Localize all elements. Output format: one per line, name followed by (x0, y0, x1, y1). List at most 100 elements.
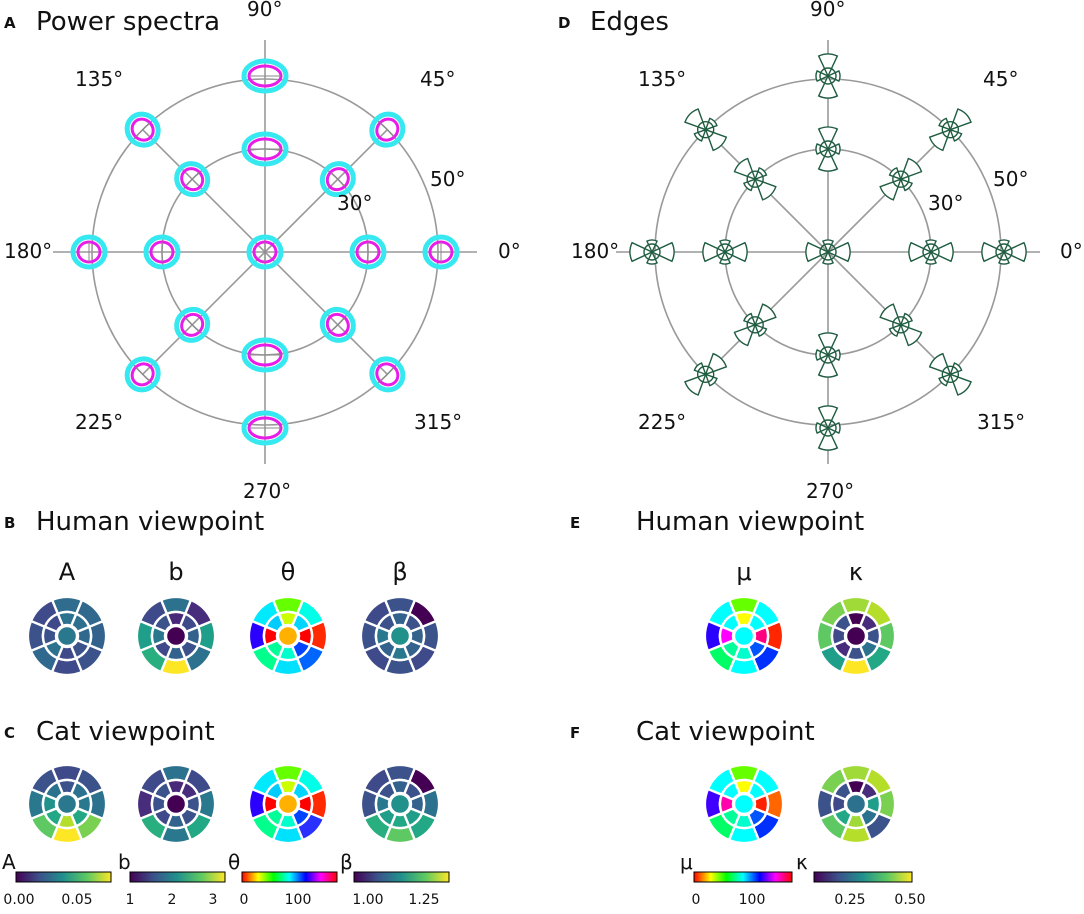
edge-rose-petal (821, 250, 835, 265)
edge-rose-petal (1002, 241, 1027, 263)
edge-rose-petal (817, 74, 839, 99)
parameter-disk-cat-beta (359, 763, 441, 845)
colorbar-b: b 1 2 3 (118, 850, 226, 908)
disk-center (388, 792, 412, 816)
edge-rose-core (995, 243, 1013, 261)
edge-rose-petal (817, 426, 839, 451)
angle-label-a-270: 270° (243, 479, 291, 503)
spectrum-marker (319, 161, 356, 198)
edge-rose-core (819, 419, 837, 437)
polar-plot-power-spectra (53, 40, 477, 464)
edge-rose-petal (645, 239, 659, 254)
edge-rose (702, 239, 748, 265)
edge-rose-core (819, 67, 837, 85)
edge-rose-petal (817, 405, 839, 430)
edge-rose (733, 303, 777, 347)
disk-center (844, 792, 868, 816)
edge-rose (684, 108, 728, 152)
colorbar-beta: β 1.00 1.25 (340, 850, 450, 908)
parameter-disks (26, 595, 897, 845)
spectrum-marker (70, 234, 108, 270)
edge-rose (815, 53, 841, 99)
edge-rose-petal (817, 53, 839, 78)
colorbar-gradient (129, 871, 226, 883)
edge-rose (879, 303, 923, 347)
angle-label-d-0: 0° (1060, 239, 1083, 263)
edge-rose-petal (718, 239, 732, 254)
panel-title-a: Power spectra (36, 7, 220, 37)
edge-rose-petal (702, 241, 727, 263)
colorbar-symbol: A (2, 850, 16, 874)
disk-center (55, 792, 79, 816)
edge-rose-core (643, 243, 661, 261)
edge-rose (815, 405, 841, 451)
tick-label: 100 (739, 892, 766, 908)
edge-rose-core (696, 365, 715, 384)
colorbar-theta: θ 0 100 (228, 850, 338, 908)
edge-rose-core (746, 170, 764, 188)
spectrum-axis (184, 317, 200, 333)
ecc-label-a-50: 50° (430, 167, 465, 191)
colorbar-symbol: β (340, 850, 353, 874)
edge-rose-petal (949, 108, 972, 131)
spectrum-marker (124, 356, 161, 393)
disk-center (388, 624, 412, 648)
disk-center (55, 624, 79, 648)
colorbar-gradient (693, 871, 793, 883)
colorbar-symbol: κ (796, 850, 808, 874)
edge-rose (928, 352, 972, 396)
spectrum-outer-ring (241, 410, 289, 446)
edge-rose-petal (815, 142, 830, 156)
spectrum-marker (241, 58, 289, 94)
edge-rose-petal (718, 250, 732, 265)
param-label-a: A (59, 558, 76, 586)
spectrum-outer-ring (241, 58, 289, 94)
tick-label: 0 (240, 892, 249, 908)
tick-label: 0.05 (61, 892, 92, 908)
edge-rose (815, 126, 841, 172)
param-label-kappa: κ (849, 558, 863, 586)
panel-letter-f: F (570, 724, 580, 742)
spectrum-inner-ring (375, 117, 400, 142)
panel-title-b: Human viewpoint (36, 507, 264, 537)
colorbar-gradient (813, 871, 913, 883)
param-label-theta: θ (281, 558, 296, 586)
edge-rose-petal (817, 353, 839, 378)
spectrum-outer-ring (369, 356, 406, 393)
tick-label: 2 (168, 892, 177, 908)
param-label-mu: μ (736, 558, 751, 586)
spectrum-outer-ring (174, 161, 211, 198)
tick-label: 0.25 (834, 892, 865, 908)
edge-rose (879, 157, 923, 201)
edge-rose-core (892, 316, 910, 334)
disk-center (164, 624, 188, 648)
angle-label-a-225: 225° (75, 410, 123, 434)
spectrum-axis (135, 366, 151, 382)
spectrum-outer-ring (143, 234, 181, 270)
edge-rose-petal (815, 69, 830, 83)
spectrum-inner-ring (325, 312, 350, 337)
edge-rose-petal (815, 348, 830, 362)
edge-rose (733, 157, 777, 201)
angle-label-a-0: 0° (498, 239, 521, 263)
param-label-b: b (168, 558, 183, 586)
spectrum-marker (143, 234, 181, 270)
tick-label: 1 (126, 892, 135, 908)
spectrum-marker (422, 234, 460, 270)
panel-letter-a: A (4, 14, 16, 32)
spectrum-inner-ring (130, 117, 155, 142)
edge-rose-core (819, 140, 837, 158)
spectrum-outer-ring (124, 111, 161, 148)
spectrum-axis (379, 366, 395, 382)
parameter-disk-cat-kappa (815, 763, 897, 845)
edge-rose-petal (826, 69, 841, 83)
spectrum-outer-ring (422, 234, 460, 270)
spectrum-outer-ring (349, 234, 387, 270)
spectrum-outer-ring (70, 234, 108, 270)
colorbar-symbol: b (118, 850, 131, 874)
panel-letter-b: B (4, 514, 15, 532)
edge-rose (815, 332, 841, 378)
panel-title-d: Edges (590, 7, 669, 37)
edge-rose-petal (645, 250, 659, 265)
parameter-disk-cat-mu (703, 763, 785, 845)
